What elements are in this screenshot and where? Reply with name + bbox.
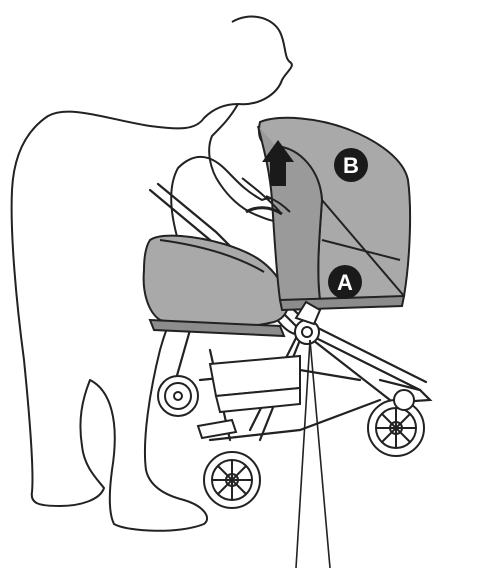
lower-basket [210, 356, 300, 412]
wheel-rear-right [368, 400, 424, 456]
wheel-front-left [204, 452, 260, 508]
callout-b-label: B [343, 153, 359, 178]
wheel-rear-left [158, 376, 198, 416]
callout-b: B [334, 148, 368, 182]
brake-pedal [198, 420, 236, 438]
callout-a-label: A [337, 270, 353, 295]
callout-a: A [328, 265, 362, 299]
carrycot-front [144, 236, 289, 336]
wheel-front-right [394, 390, 414, 410]
